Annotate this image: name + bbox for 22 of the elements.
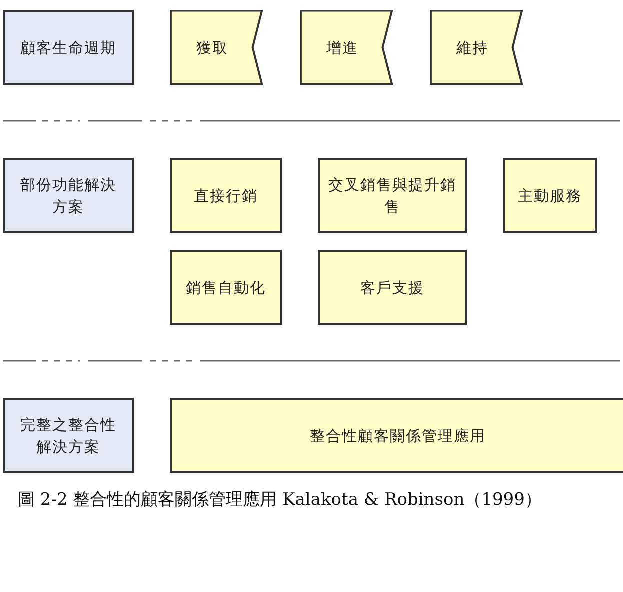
category-box [3,158,134,233]
function-box [170,158,282,233]
box-label: 完整之整合性解決方案 [20,414,118,458]
box-label: 交叉銷售與提升銷售 [328,174,458,218]
category-box [3,10,134,85]
box-label: 顧客生命週期 [20,38,118,58]
box-label: 增進 [326,38,360,58]
function-box [170,250,282,325]
function-box [170,398,623,473]
figure-caption: 圖 2-2 整合性的顧客關係管理應用 Kalakota & Robinson（1999） [18,489,542,511]
box-label: 獲取 [196,38,230,58]
function-box [318,250,467,325]
box-label: 直接行銷 [193,186,259,206]
category-box [3,398,134,473]
box-label: 整合性顧客關係管理應用 [309,426,487,446]
box-label: 主動服務 [517,186,583,206]
box-label: 銷售自動化 [185,278,267,298]
box-label: 維持 [456,38,490,58]
box-label: 部份功能解決方案 [20,174,118,218]
box-label: 客戶支援 [360,278,426,298]
function-box [318,158,467,233]
function-box [503,158,597,233]
